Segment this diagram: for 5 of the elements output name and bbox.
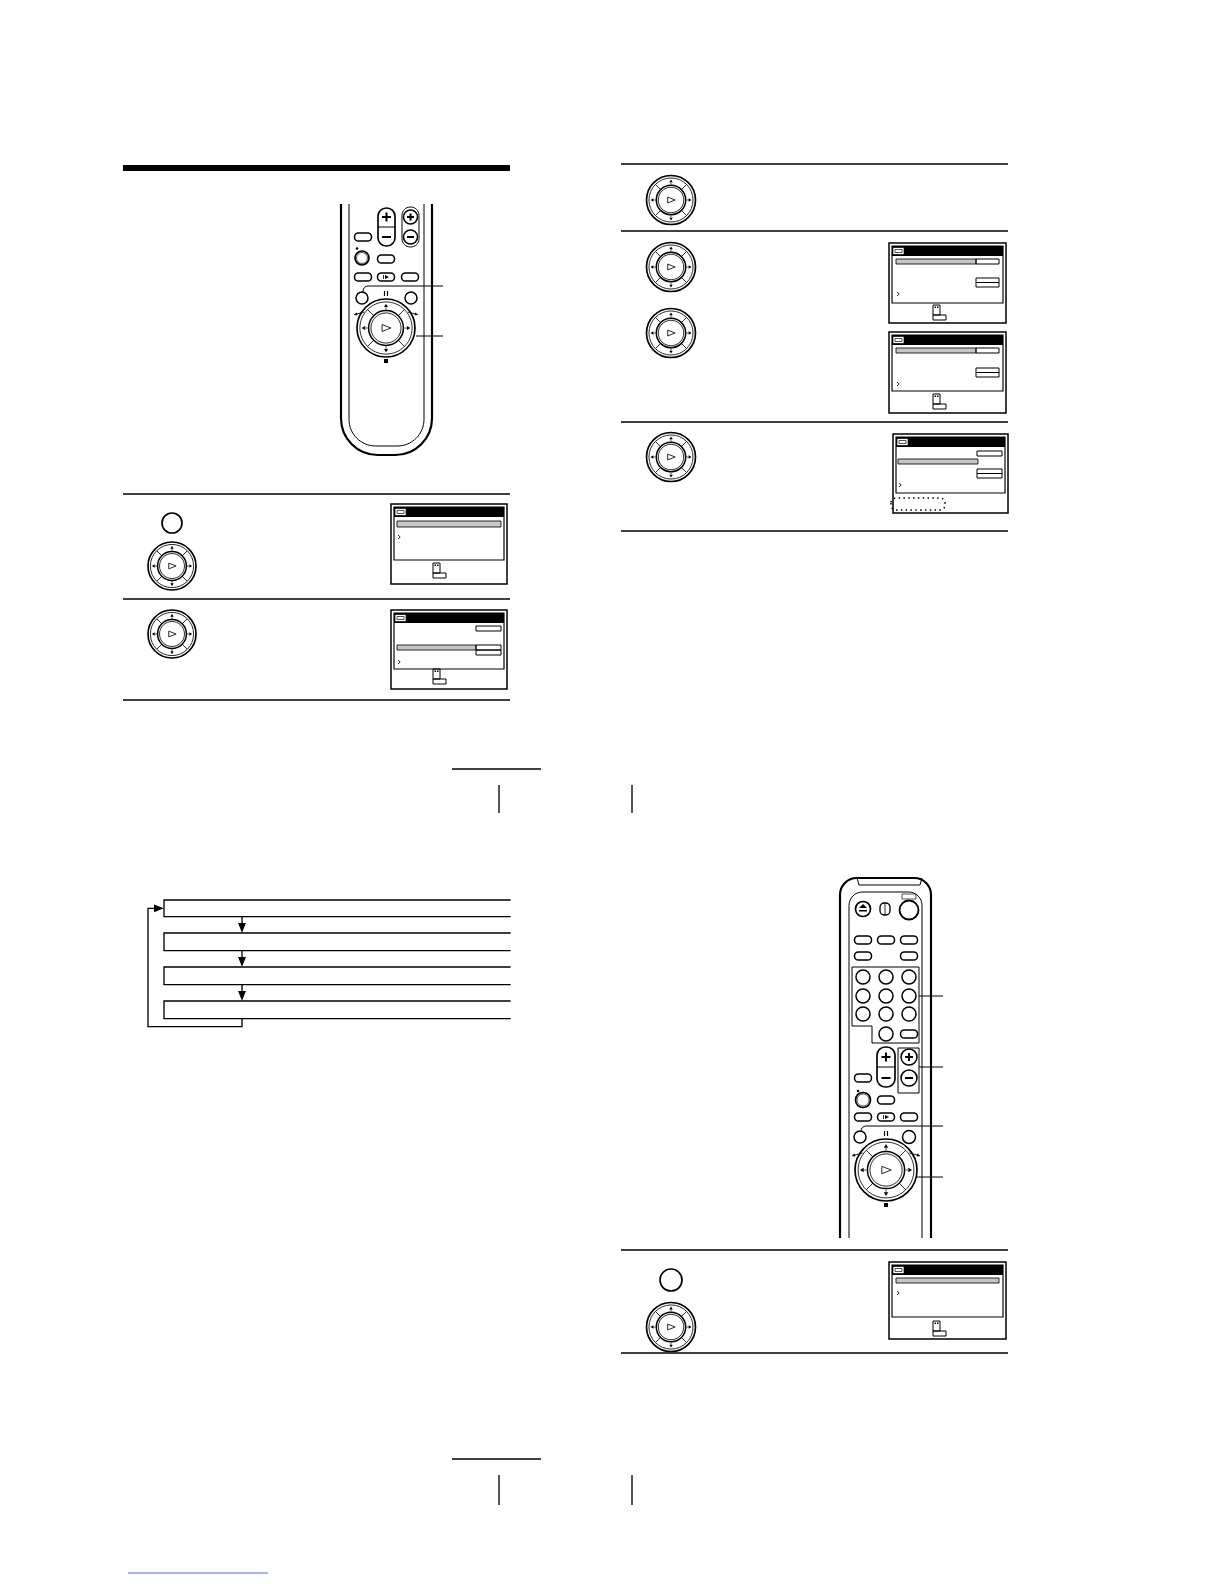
flow-box [163, 932, 512, 952]
arrow [147, 904, 243, 1028]
flow-box [163, 1000, 512, 1020]
flow-box [163, 899, 512, 918]
flow-box [163, 966, 512, 986]
